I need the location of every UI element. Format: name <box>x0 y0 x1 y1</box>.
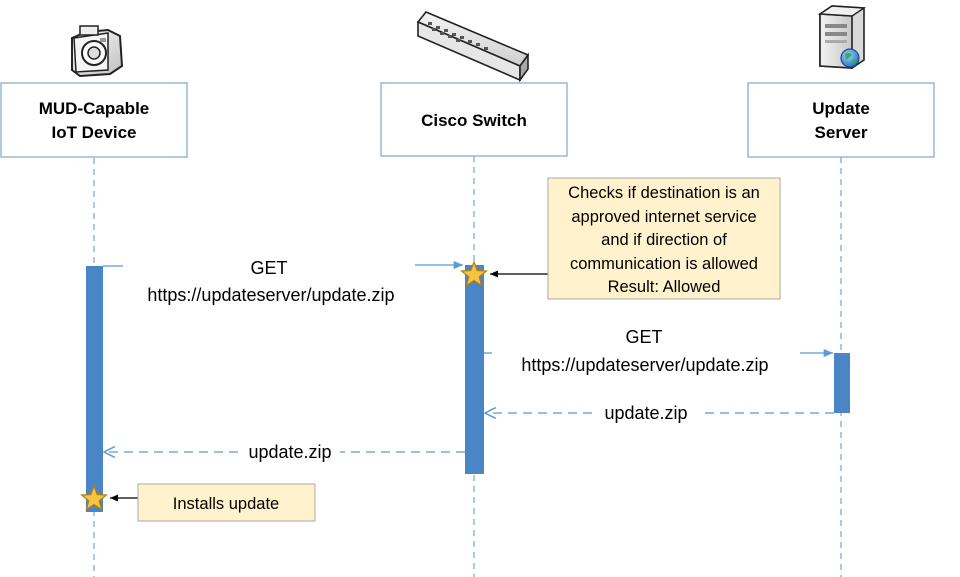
switch-title: Cisco Switch <box>421 111 527 130</box>
message-get-to-server: GET https://updateserver/update.zip <box>484 327 833 375</box>
note-policy-check: Checks if destination is an approved int… <box>490 177 781 300</box>
note-check-line2: approved internet service <box>571 208 756 226</box>
msg1-line1: GET <box>250 258 287 278</box>
resp2-label: update.zip <box>248 442 331 462</box>
msg2-line1: GET <box>625 327 662 347</box>
note-install-text: Installs update <box>173 495 279 513</box>
participant-update-server: Update Server <box>747 82 935 158</box>
note-check-line4: communication is allowed <box>570 255 758 273</box>
note-check-line5: Result: Allowed <box>608 278 721 296</box>
response-update-zip-to-switch: update.zip <box>485 403 834 423</box>
star-icon-iot <box>80 484 108 511</box>
resp1-label: update.zip <box>604 403 687 423</box>
participant-iot-device: MUD-Capable IoT Device <box>0 82 188 158</box>
switch-activation-bar <box>465 265 484 474</box>
server-title-line1: Update <box>812 99 870 118</box>
iot-title-line1: MUD-Capable <box>39 99 150 118</box>
response-update-zip-to-iot: update.zip <box>104 442 465 462</box>
star-icon-switch <box>460 260 488 287</box>
server-globe-icon <box>817 5 867 69</box>
msg1-line2: https://updateserver/update.zip <box>147 285 394 305</box>
participant-cisco-switch: Cisco Switch <box>380 82 568 157</box>
iot-activation-bar <box>86 266 103 512</box>
note-check-line1: Checks if destination is an <box>568 184 760 202</box>
server-activation-bar <box>834 353 850 413</box>
server-title-line2: Server <box>815 123 868 142</box>
network-switch-icon <box>416 11 530 83</box>
msg2-line2: https://updateserver/update.zip <box>521 355 768 375</box>
note-installs-update: Installs update <box>110 483 316 522</box>
camera-icon <box>71 25 124 78</box>
iot-title-line2: IoT Device <box>51 123 136 142</box>
note-check-line3: and if direction of <box>601 231 727 249</box>
message-get-to-switch: GET https://updateserver/update.zip <box>103 258 463 305</box>
